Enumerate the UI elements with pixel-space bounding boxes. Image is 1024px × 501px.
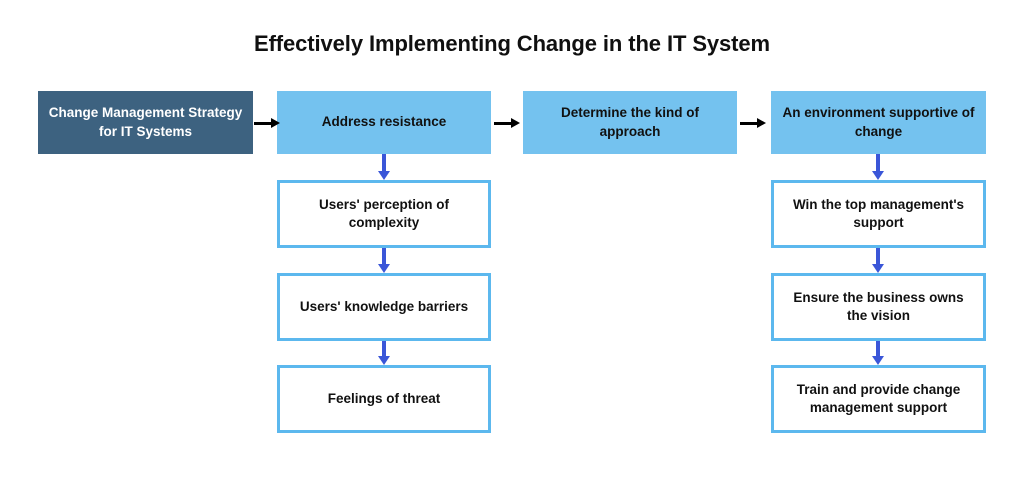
page-title: Effectively Implementing Change in the I… (254, 31, 770, 56)
arrow-shaft (876, 154, 880, 171)
arrow-shaft (494, 121, 512, 125)
node-ensure-the-business-owns-the-vision[interactable]: Ensure the business owns the vision (771, 273, 986, 341)
arrow-head (511, 118, 520, 128)
arrow-shaft (382, 248, 386, 264)
arrow-shaft (740, 121, 758, 125)
arrow-head (378, 356, 390, 365)
arrow-head (872, 356, 884, 365)
arrow-shaft (382, 154, 386, 171)
arrow-right-determine-approach-to-environment (740, 118, 766, 128)
node-users-perception-of-complexity[interactable]: Users' perception of complexity (277, 180, 491, 248)
arrow-down-environment-to-win-top-management-support (872, 154, 884, 180)
node-determine-the-kind-of-approach[interactable]: Determine the kind of approach (523, 91, 737, 154)
node-train-and-provide-change-management-support[interactable]: Train and provide change management supp… (771, 365, 986, 433)
arrow-down-users-perception-to-knowledge-barriers (378, 248, 390, 273)
arrow-head (757, 118, 766, 128)
arrow-right-address-resistance-to-determine-approach (494, 118, 520, 128)
arrow-shaft (254, 121, 272, 125)
arrow-shaft (382, 341, 386, 356)
arrow-head (378, 264, 390, 273)
arrow-down-address-resistance-to-users-perception (378, 154, 390, 180)
arrow-head (872, 264, 884, 273)
arrow-shaft (876, 341, 880, 356)
node-address-resistance[interactable]: Address resistance (277, 91, 491, 154)
arrow-head (378, 171, 390, 180)
arrow-down-owns-vision-to-train-and-provide-support (872, 341, 884, 365)
arrow-down-knowledge-barriers-to-feelings-of-threat (378, 341, 390, 365)
node-users-knowledge-barriers[interactable]: Users' knowledge barriers (277, 273, 491, 341)
arrow-head (271, 118, 280, 128)
node-an-environment-supportive-of-change[interactable]: An environment supportive of change (771, 91, 986, 154)
arrow-down-win-support-to-ensure-business-owns-vision (872, 248, 884, 273)
arrow-head (872, 171, 884, 180)
node-change-management-strategy[interactable]: Change Management Strategy for IT System… (38, 91, 253, 154)
arrow-right-strategy-to-address-resistance (254, 118, 280, 128)
node-win-the-top-managements-support[interactable]: Win the top management's support (771, 180, 986, 248)
node-feelings-of-threat[interactable]: Feelings of threat (277, 365, 491, 433)
arrow-shaft (876, 248, 880, 264)
